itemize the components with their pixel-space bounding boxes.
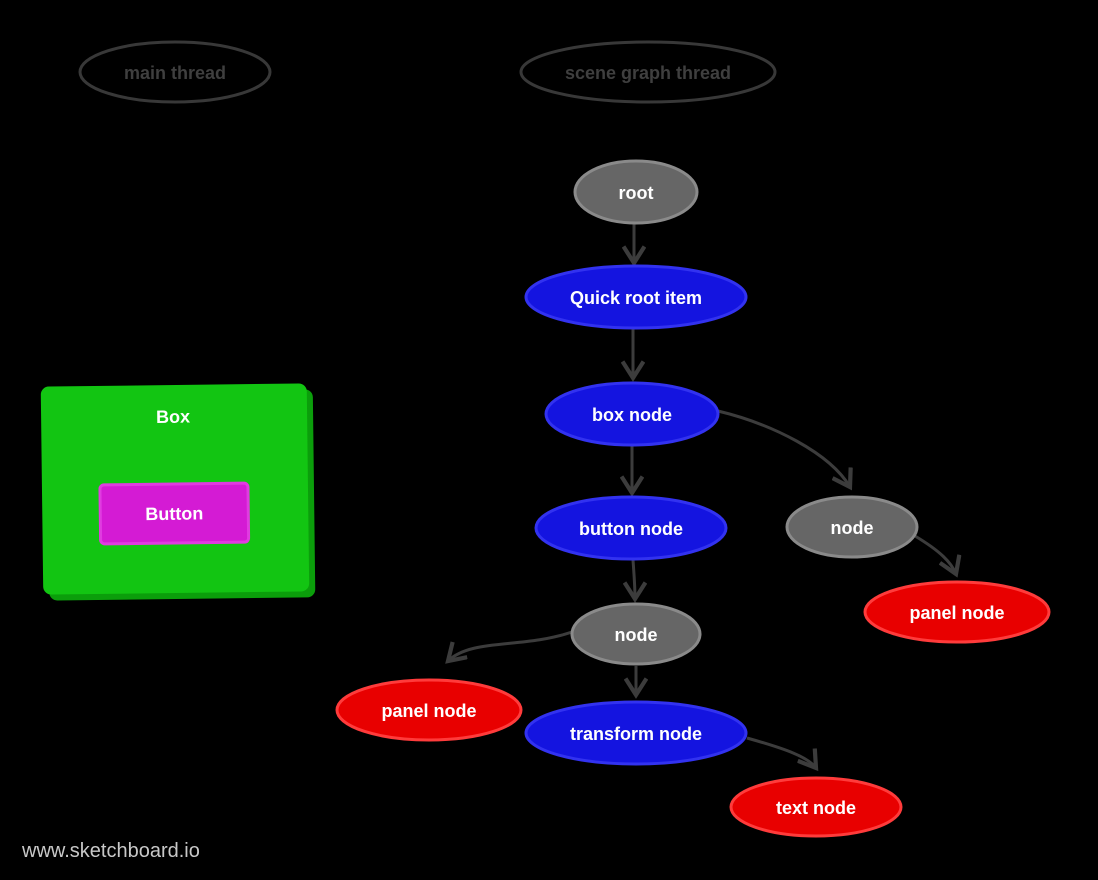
sketchboard-watermark: www.sketchboard.io (21, 840, 200, 862)
text-node-label: text node (776, 798, 856, 818)
button-node-label: button node (579, 519, 683, 539)
node-node-right[interactable]: node (785, 495, 919, 559)
node-root[interactable]: root (573, 159, 699, 225)
node-button-node[interactable]: button node (534, 495, 728, 561)
thread-bubble-scene-graph[interactable]: scene graph thread (519, 40, 777, 104)
quick-root-item-ellipse (524, 264, 748, 330)
button-rect (98, 481, 251, 546)
root-ellipse (573, 159, 699, 225)
main-thread-label: main thread (124, 63, 226, 83)
transform-node-ellipse (524, 700, 748, 766)
panel-node-left-label: panel node (381, 701, 476, 721)
root-label: root (619, 183, 654, 203)
node-left-label: node (615, 625, 658, 645)
box-node-label: box node (592, 405, 672, 425)
node-left-ellipse (570, 602, 702, 666)
node-panel-node-left[interactable]: panel node (335, 678, 523, 742)
node-right-label: node (831, 518, 874, 538)
edge-button-node-to-node-left[interactable] (633, 559, 635, 599)
quick-root-item-label: Quick root item (570, 288, 702, 308)
edge-box-node-to-node-right[interactable] (717, 409, 850, 487)
node-panel-node-right[interactable]: panel node (863, 580, 1051, 644)
node-box-node[interactable]: box node (544, 381, 720, 447)
edge-node-right-to-panel-node-right[interactable] (914, 534, 956, 574)
node-transform-node[interactable]: transform node (524, 700, 748, 766)
transform-node-label: transform node (570, 724, 702, 744)
edge-transform-node-to-text-node[interactable] (746, 736, 816, 768)
text-node-ellipse (729, 776, 903, 838)
thread-bubble-main[interactable]: main thread (78, 40, 272, 104)
panel-node-right-label: panel node (909, 603, 1004, 623)
scene-graph-thread-outline (519, 40, 777, 104)
box-label: Box (156, 407, 190, 427)
panel-node-left-ellipse (335, 678, 523, 742)
box-shape[interactable]: Box Button (40, 383, 316, 601)
scene-graph-thread-label: scene graph thread (565, 63, 731, 83)
button-label: Button (145, 503, 203, 524)
node-text-node[interactable]: text node (729, 776, 903, 838)
button-node-ellipse (534, 495, 728, 561)
node-quick-root-item[interactable]: Quick root item (524, 264, 748, 330)
node-node-left[interactable]: node (570, 602, 702, 666)
button-shape[interactable]: Button (98, 481, 251, 546)
main-thread-outline (78, 40, 272, 104)
node-right-ellipse (785, 495, 919, 559)
edge-node-left-to-panel-node-left[interactable] (448, 630, 573, 661)
panel-node-right-ellipse (863, 580, 1051, 644)
box-node-ellipse (544, 381, 720, 447)
